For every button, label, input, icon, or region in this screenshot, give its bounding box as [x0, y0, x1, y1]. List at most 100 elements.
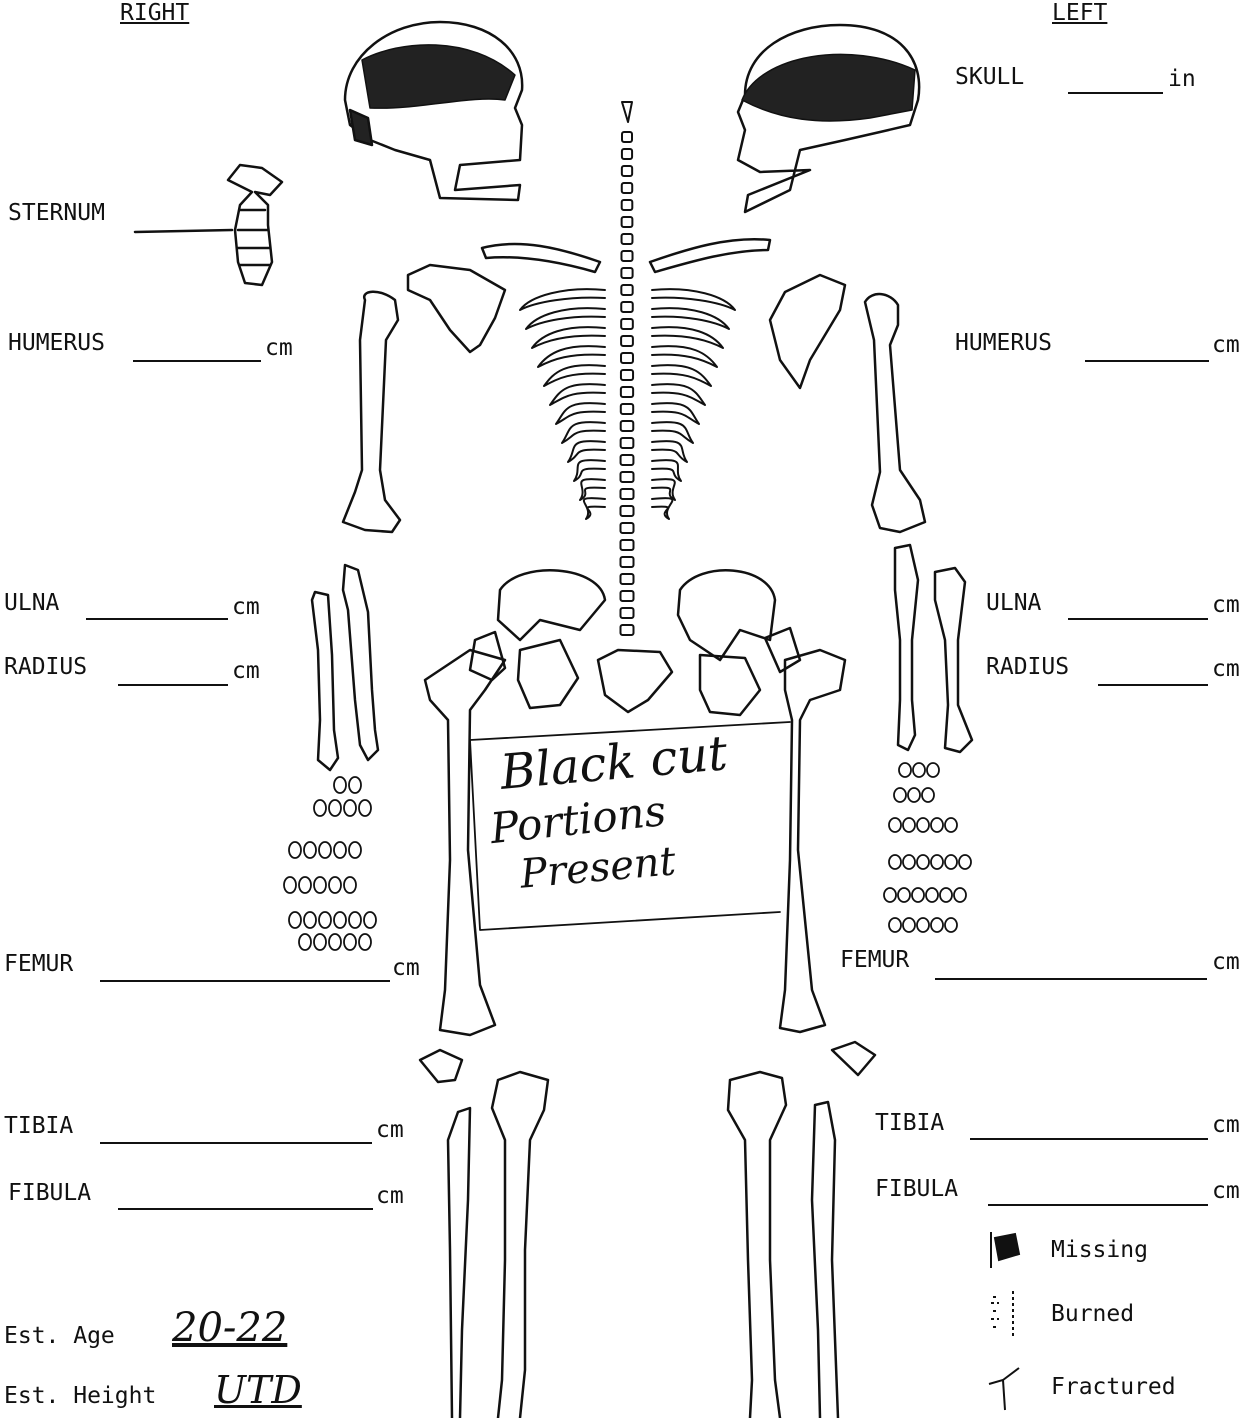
- rib-left: [652, 498, 672, 519]
- vertebra: [622, 234, 633, 244]
- vertebra: [621, 472, 634, 482]
- vertebra: [622, 183, 632, 193]
- rib-left: [652, 308, 729, 329]
- rib-right: [520, 289, 605, 310]
- skull-label: SKULL: [955, 64, 1024, 90]
- vertebra: [621, 404, 633, 414]
- hand-bone: [304, 912, 316, 928]
- humerus-right-unit: cm: [265, 335, 293, 361]
- hand-bone: [945, 818, 957, 832]
- vertebra: [621, 251, 632, 261]
- ulna-left-field[interactable]: [1068, 618, 1208, 620]
- radius-right-field[interactable]: [118, 684, 228, 686]
- vertebra: [621, 506, 634, 516]
- vertebra: [621, 387, 633, 397]
- vertebra: [621, 574, 634, 584]
- hand-bone: [359, 800, 371, 816]
- fibula-left-field[interactable]: [988, 1204, 1208, 1206]
- vertebra: [621, 268, 632, 278]
- hand-bone: [284, 877, 296, 893]
- hand-bone: [334, 912, 346, 928]
- humerus-right-field[interactable]: [133, 360, 261, 362]
- fibula-left-label: FIBULA: [875, 1176, 958, 1202]
- rib-right: [544, 365, 605, 386]
- right-side-header: RIGHT: [120, 0, 189, 26]
- hand-bone: [359, 934, 371, 950]
- hand-bone: [945, 918, 957, 932]
- tibia-left-unit: cm: [1212, 1112, 1240, 1138]
- femur-left-field[interactable]: [935, 978, 1207, 980]
- hand-bone: [898, 888, 910, 902]
- hand-bone: [314, 934, 326, 950]
- hand-bone: [319, 912, 331, 928]
- vertebra: [621, 421, 634, 431]
- rib-left: [652, 422, 693, 443]
- ulna-right-unit: cm: [232, 594, 260, 620]
- legend-missing: Missing: [985, 1228, 1148, 1272]
- vertebra: [622, 217, 633, 227]
- hand-bone: [884, 888, 896, 902]
- hand-bone: [314, 877, 326, 893]
- est-height-value: UTD: [214, 1368, 302, 1412]
- hand-bone: [349, 777, 361, 793]
- hand-bone: [917, 855, 929, 869]
- hand-bone: [344, 934, 356, 950]
- vertebra: [622, 166, 632, 176]
- femur-left-label: FEMUR: [840, 947, 909, 973]
- hand-bone: [364, 912, 376, 928]
- vertebra: [621, 540, 634, 550]
- tibia-left-field[interactable]: [970, 1138, 1208, 1140]
- vertebra: [621, 608, 634, 618]
- hand-bone: [329, 800, 341, 816]
- hand-bone: [931, 918, 943, 932]
- sternum-drawing: [135, 165, 282, 285]
- hand-bone: [913, 763, 925, 777]
- vertebra: [621, 557, 634, 567]
- skull-left-drawing: [738, 25, 919, 212]
- hand-bone: [889, 855, 901, 869]
- vertebra: [621, 353, 633, 363]
- vertebra: [622, 200, 633, 210]
- rib-right: [532, 327, 605, 348]
- rib-right: [550, 384, 605, 405]
- skull-unit: in: [1168, 66, 1196, 92]
- vertebra: [621, 489, 634, 499]
- tibia-right-field[interactable]: [100, 1142, 372, 1144]
- hand-bone: [903, 855, 915, 869]
- rib-right: [584, 498, 605, 519]
- radius-left-field[interactable]: [1098, 684, 1208, 686]
- rib-left: [652, 289, 735, 310]
- hand-bone: [314, 800, 326, 816]
- est-age-value: 20-22: [172, 1305, 287, 1351]
- vertebra: [621, 591, 634, 601]
- femur-left-unit: cm: [1212, 949, 1240, 975]
- radius-left-label: RADIUS: [986, 654, 1069, 680]
- vertebra: [621, 336, 633, 346]
- skull-right-drawing: [345, 22, 522, 200]
- skull-field[interactable]: [1068, 92, 1163, 94]
- burned-icon: [985, 1289, 1025, 1339]
- femur-right-label: FEMUR: [4, 951, 73, 977]
- est-age-label: Est. Age: [4, 1323, 115, 1349]
- hand-bone: [931, 818, 943, 832]
- rib-right: [526, 308, 605, 329]
- humerus-left-label: HUMERUS: [955, 330, 1052, 356]
- ulna-right-field[interactable]: [86, 618, 228, 620]
- ulna-left-unit: cm: [1212, 592, 1240, 618]
- rib-right: [568, 441, 605, 462]
- vertebra: [621, 438, 634, 448]
- rib-left: [652, 346, 717, 367]
- hand-bone: [334, 777, 346, 793]
- humerus-left-field[interactable]: [1085, 360, 1209, 362]
- rib-left: [652, 327, 723, 348]
- fibula-right-label: FIBULA: [8, 1180, 91, 1206]
- femur-right-field[interactable]: [100, 980, 390, 982]
- radius-left-unit: cm: [1212, 656, 1240, 682]
- humerus-right-label: HUMERUS: [8, 330, 105, 356]
- fibula-right-field[interactable]: [118, 1208, 373, 1210]
- vertebra: [621, 370, 633, 380]
- hand-bone: [299, 934, 311, 950]
- rib-left: [652, 365, 711, 386]
- est-height-label: Est. Height: [4, 1383, 156, 1409]
- hand-bone: [917, 918, 929, 932]
